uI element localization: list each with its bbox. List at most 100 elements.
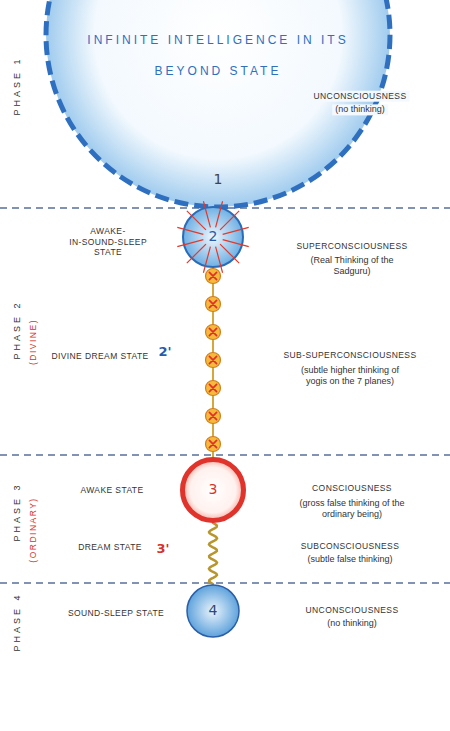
word: 1: [12, 56, 22, 64]
word: thinking): [359, 554, 393, 564]
word: STATE: [120, 351, 148, 361]
word: yogis: [306, 376, 327, 386]
phase-label: PHASE 1: [12, 56, 23, 115]
plane-bead: [206, 437, 221, 452]
word: IN: [297, 33, 315, 47]
word: Thinking: [334, 255, 368, 265]
light-ray: [203, 201, 210, 227]
word: INTELLIGENCE: [168, 33, 291, 47]
word: STATE: [94, 247, 122, 257]
word: 1: [214, 171, 223, 187]
word: (DIVINE): [28, 319, 38, 365]
superconscious-circle: [183, 207, 243, 267]
plane-bead: [206, 297, 221, 312]
word: (no: [327, 618, 340, 628]
state-label: SOUND-SLEEP STATE: [68, 608, 164, 619]
word: false: [337, 554, 356, 564]
word: 3: [12, 482, 22, 490]
phase-label: PHASE 2: [12, 300, 23, 359]
beyond-circle: [46, 0, 390, 207]
word: AWAKE-: [90, 226, 125, 236]
word: SUBCONSCIOUSNESS: [301, 541, 400, 551]
word: INFINITE: [87, 33, 161, 47]
consciousness-label: CONSCIOUSNESS: [312, 483, 392, 494]
light-ray: [223, 240, 249, 247]
light-ray: [187, 211, 206, 230]
consciousness-label: SUPERCONSCIOUSNESS: [296, 241, 407, 252]
word: STATE: [114, 542, 142, 552]
circle-title: INFINITE INTELLIGENCE IN ITS BEYOND STAT…: [87, 25, 349, 87]
word: the: [381, 255, 394, 265]
state-number: 3: [209, 481, 218, 499]
light-ray: [220, 244, 239, 263]
word: 3': [156, 541, 169, 556]
word: Sadguru): [333, 266, 370, 276]
plane-bead: [206, 325, 221, 340]
word: thinking: [348, 498, 379, 508]
state-circle: 2: [182, 206, 244, 268]
word: BEYOND: [155, 64, 224, 78]
phase-divider: [0, 454, 450, 456]
consciousness-label: SUB-SUPERCONSCIOUSNESS: [283, 350, 416, 361]
word: thinking): [351, 104, 385, 114]
light-ray: [203, 247, 210, 273]
state-label: DREAM STATE: [78, 542, 142, 553]
word: ordinary: [322, 509, 355, 519]
state-circle: 4: [186, 584, 240, 638]
word: STATE: [115, 485, 143, 495]
thinking-note: (subtle false thinking): [307, 554, 392, 565]
word: 4: [209, 602, 218, 618]
word: ITS: [321, 33, 349, 47]
phase-divider: [0, 582, 450, 584]
light-ray: [177, 227, 203, 234]
light-ray: [177, 240, 203, 247]
word: 2: [12, 300, 22, 308]
word: PHASE: [12, 70, 22, 116]
state-number: 1: [214, 171, 223, 189]
word: PHASE: [12, 606, 22, 652]
light-ray: [220, 211, 239, 230]
sleep-circle: [187, 585, 239, 637]
light-ray: [223, 227, 249, 234]
thinking-note: (gross false thinking of the ordinary be…: [299, 498, 405, 521]
light-ray: [216, 247, 223, 273]
word: false: [327, 498, 346, 508]
word: (subtle: [307, 554, 334, 564]
light-ray: [187, 244, 206, 263]
word: (Real: [311, 255, 333, 265]
thinking-note: (Real Thinking of the Sadguru): [306, 255, 398, 278]
word: IN-SOUND-SLEEP: [69, 237, 147, 247]
word: (ORDINARY): [28, 497, 38, 562]
word: (gross: [299, 498, 324, 508]
word: SOUND-SLEEP: [68, 608, 133, 618]
word: AWAKE: [81, 485, 113, 495]
consciousness-label: UNCONSCIOUSNESS: [311, 91, 410, 102]
word: 3: [209, 481, 218, 497]
phase-label: PHASE 4: [12, 592, 23, 651]
word: SUB-SUPERCONSCIOUSNESS: [283, 350, 416, 360]
word: higher: [330, 365, 355, 375]
word: STATE: [230, 64, 282, 78]
light-ray: [216, 201, 223, 227]
word: the: [342, 376, 355, 386]
awake-circle: [183, 460, 244, 521]
plane-bead: [206, 353, 221, 368]
word: PHASE: [12, 496, 22, 542]
word: 4: [12, 592, 22, 600]
consciousness-label: UNCONSCIOUSNESS: [306, 605, 399, 616]
word: the: [392, 498, 405, 508]
word: DREAM: [78, 542, 111, 552]
state-label: AWAKE- IN-SOUND-SLEEP STATE: [62, 226, 154, 258]
thinking-note: (no thinking): [332, 104, 388, 115]
word: STATE: [136, 608, 164, 618]
word: on: [329, 376, 339, 386]
word: (subtle: [301, 365, 328, 375]
plane-bead: [206, 409, 221, 424]
phase-label: PHASE 3: [12, 482, 23, 541]
word: DIVINE: [51, 351, 82, 361]
consciousness-label: SUBCONSCIOUSNESS: [301, 541, 400, 552]
word: PHASE: [12, 314, 22, 360]
word: CONSCIOUSNESS: [312, 483, 392, 493]
word: of: [392, 365, 400, 375]
